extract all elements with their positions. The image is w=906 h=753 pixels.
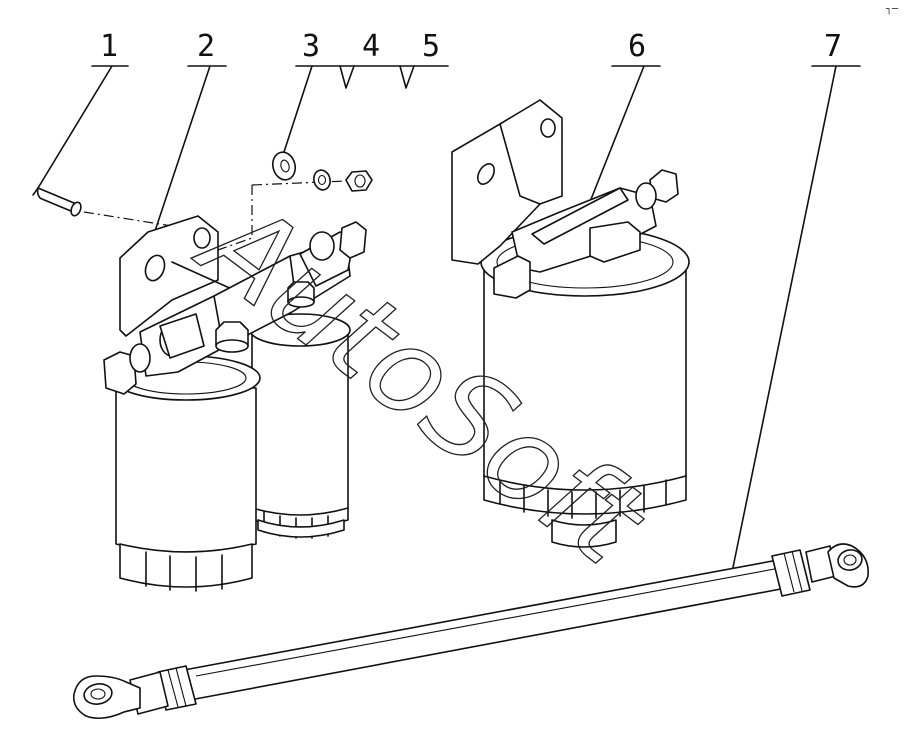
single-filter-part-6 bbox=[451, 99, 690, 548]
callout-6: 6 bbox=[628, 29, 646, 64]
spring-washer-part-4 bbox=[313, 169, 331, 191]
callout-1: 1 bbox=[100, 29, 118, 64]
callout-2: 2 bbox=[197, 29, 215, 64]
callout-numbers: 1 2 3 4 5 6 7 bbox=[100, 29, 842, 64]
callout-3: 3 bbox=[302, 29, 320, 64]
callout-4: 4 bbox=[362, 29, 380, 64]
callout-7: 7 bbox=[824, 29, 842, 64]
twin-filter-part-2 bbox=[103, 215, 367, 592]
nut-part-5 bbox=[345, 170, 373, 192]
corner-mark: ┐─ bbox=[886, 4, 899, 15]
callout-5: 5 bbox=[422, 29, 440, 64]
pin-part-1 bbox=[32, 187, 82, 217]
hose-part-7 bbox=[72, 543, 869, 720]
washer-part-3 bbox=[271, 151, 297, 181]
